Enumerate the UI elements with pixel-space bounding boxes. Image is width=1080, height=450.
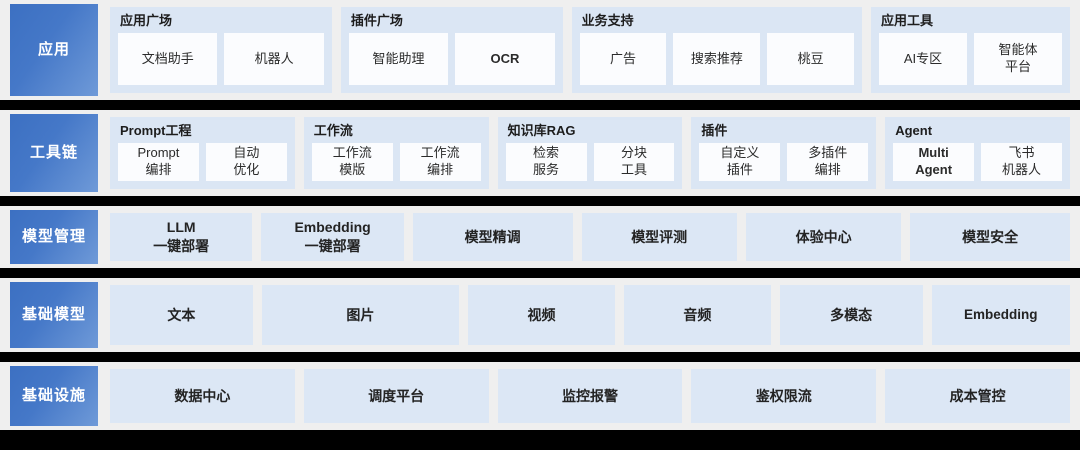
capability-card[interactable]: 桃豆 bbox=[767, 33, 855, 85]
capability-card[interactable]: 自动优化 bbox=[205, 143, 287, 181]
layer-label-基础模型: 基础模型 bbox=[10, 282, 98, 348]
capability-card[interactable]: 工作流模版 bbox=[311, 143, 393, 181]
capability-tile[interactable]: 模型安全 bbox=[910, 213, 1070, 261]
capability-card[interactable]: 智能体平台 bbox=[974, 33, 1063, 85]
capability-card[interactable]: 文档助手 bbox=[118, 33, 218, 85]
capability-tile[interactable]: 音频 bbox=[623, 285, 771, 345]
capability-card[interactable]: 工作流编排 bbox=[399, 143, 481, 181]
capability-tile[interactable]: Embedding bbox=[931, 285, 1070, 345]
layer-label-工具链: 工具链 bbox=[10, 114, 98, 192]
capability-tile[interactable]: 文本 bbox=[110, 285, 253, 345]
capability-tile[interactable]: 鉴权限流 bbox=[691, 369, 877, 423]
capability-card[interactable]: AI专区 bbox=[879, 33, 968, 85]
group-card-list: 检索服务分块工具 bbox=[505, 143, 675, 181]
capability-tile[interactable]: 视频 bbox=[468, 285, 615, 345]
capability-tile[interactable]: 模型精调 bbox=[412, 213, 573, 261]
capability-card[interactable]: 分块工具 bbox=[593, 143, 675, 181]
group-title: 工作流 bbox=[313, 123, 353, 138]
capability-card[interactable]: 广告 bbox=[579, 33, 667, 85]
capability-card[interactable]: 自定义插件 bbox=[699, 143, 781, 181]
group-panel-应用工具: 应用工具 AI专区智能体平台 bbox=[871, 7, 1070, 93]
capability-tile[interactable]: 数据中心 bbox=[110, 369, 295, 423]
capability-tile[interactable]: 监控报警 bbox=[497, 369, 683, 423]
group-panel-插件: 插件自定义插件多插件编排 bbox=[691, 117, 877, 189]
group-card-list: 广告搜索推荐桃豆 bbox=[579, 33, 855, 85]
capability-tile[interactable]: 调度平台 bbox=[303, 369, 489, 423]
group-panel-应用广场: 应用广场文档助手机器人 bbox=[110, 7, 332, 93]
group-title: 应用工具 bbox=[881, 13, 934, 28]
group-title: Agent bbox=[895, 123, 933, 138]
capability-card[interactable]: OCR bbox=[455, 33, 555, 85]
layer-label-模型管理: 模型管理 bbox=[10, 210, 98, 264]
capability-card[interactable]: 检索服务 bbox=[505, 143, 587, 181]
group-panel-工作流: 工作流工作流模版工作流编排 bbox=[303, 117, 489, 189]
capability-tile[interactable]: 体验中心 bbox=[745, 213, 902, 261]
group-title: 应用广场 bbox=[120, 13, 173, 28]
capability-tile[interactable]: 模型评测 bbox=[581, 213, 737, 261]
capability-card[interactable]: 机器人 bbox=[224, 33, 324, 85]
group-title: 知识库RAG bbox=[507, 123, 576, 138]
layer-label-基础设施: 基础设施 bbox=[10, 366, 98, 426]
layer-label-应用: 应用 bbox=[10, 4, 98, 96]
capability-card[interactable]: 多插件编排 bbox=[787, 143, 869, 181]
group-card-list: 自定义插件多插件编排 bbox=[699, 143, 869, 181]
capability-tile[interactable]: 多模态 bbox=[779, 285, 923, 345]
group-title: 插件 bbox=[701, 123, 728, 138]
group-card-list: 文档助手机器人 bbox=[118, 33, 324, 85]
group-panel-业务支持: 业务支持广告搜索推荐桃豆 bbox=[571, 7, 863, 93]
group-card-list: AI专区智能体平台 bbox=[879, 33, 1063, 85]
group-panel-知识库rag: 知识库RAG 检索服务分块工具 bbox=[497, 117, 683, 189]
group-title: 业务支持 bbox=[581, 13, 634, 28]
layer-row-基础设施: 基础设施数据中心调度平台监控报警鉴权限流成本管控 bbox=[0, 352, 1080, 430]
group-card-list: 工作流模版工作流编排 bbox=[311, 143, 481, 181]
capability-card[interactable]: 飞书机器人 bbox=[981, 143, 1062, 181]
capability-card[interactable]: 智能助理 bbox=[348, 33, 449, 85]
capability-card[interactable]: 搜索推荐 bbox=[673, 33, 761, 85]
capability-tile[interactable]: 成本管控 bbox=[885, 369, 1070, 423]
group-title: Prompt工程 bbox=[120, 123, 192, 138]
group-title: 插件广场 bbox=[350, 13, 403, 28]
capability-tile[interactable]: 图片 bbox=[261, 285, 460, 345]
layer-content-基础设施: 数据中心调度平台监控报警鉴权限流成本管控 bbox=[98, 362, 1080, 430]
